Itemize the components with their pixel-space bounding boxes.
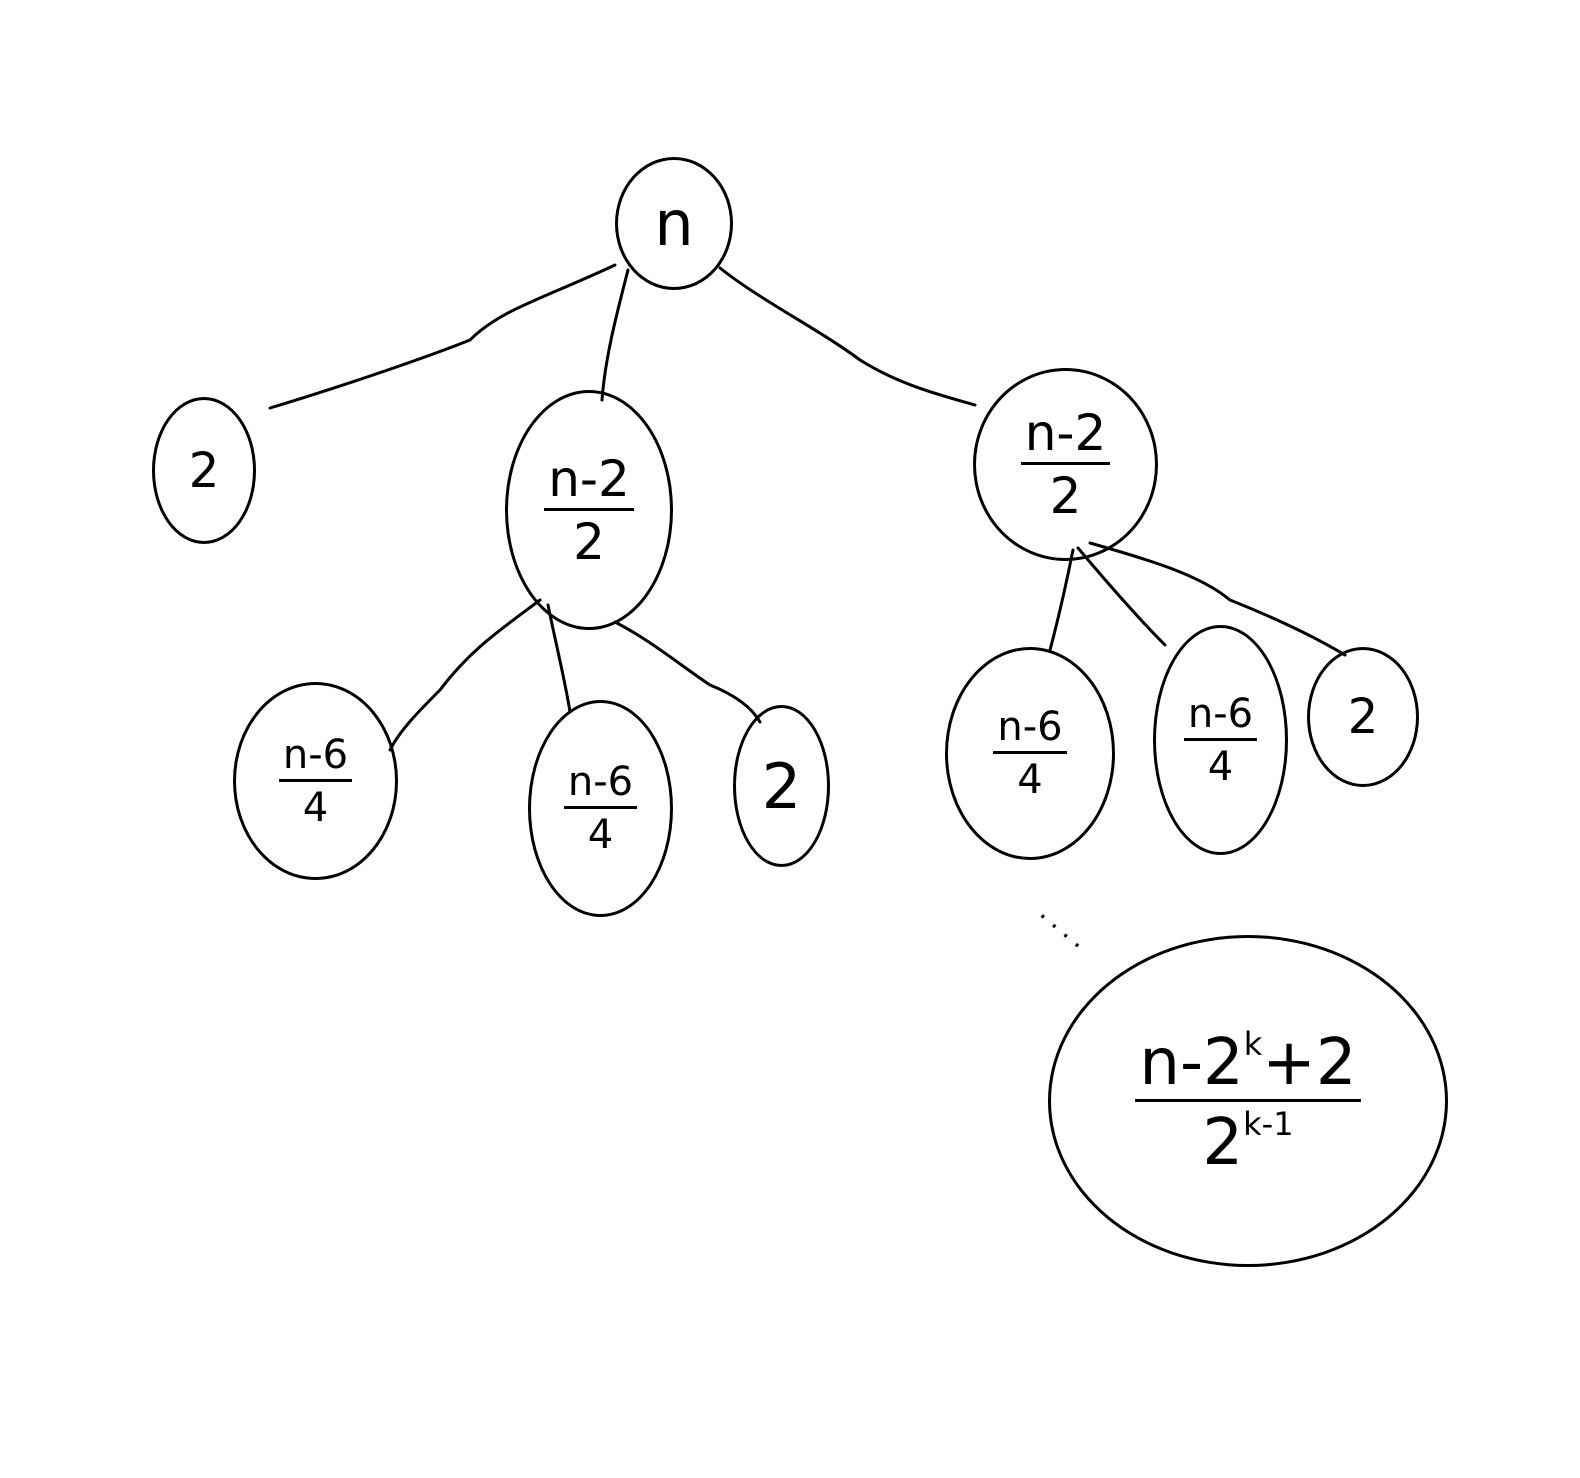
root-node: n [615, 157, 733, 290]
fraction: n-6 4 [563, 762, 638, 858]
edge-middle-to-leaf-2 [613, 620, 762, 724]
fraction-numerator: n-2 [1020, 408, 1111, 465]
numerator-exponent: k [1243, 1024, 1263, 1063]
edge-right-to-child-2 [1076, 546, 1167, 647]
denominator-base: 2 [1202, 1105, 1244, 1180]
leaf-label: 2 [761, 749, 802, 823]
right-node: n-2 2 [973, 368, 1158, 561]
fraction: n-2 2 [1020, 408, 1111, 525]
edge-right-to-leaf-2 [1088, 541, 1347, 657]
fraction-denominator: 4 [587, 812, 614, 858]
numerator-base: n-2 [1139, 1025, 1244, 1100]
middle-child-node-1: n-6 4 [233, 682, 398, 880]
leaf-label: 2 [1347, 689, 1379, 745]
fraction-numerator: n-6 [993, 707, 1067, 754]
fraction: n-2k+2 2k-1 [1135, 1024, 1361, 1175]
edge-right-to-child-1 [1048, 548, 1075, 652]
leaf-node-2-left: 2 [152, 397, 256, 544]
middle-node: n-2 2 [505, 390, 673, 630]
fraction-numerator: n-6 [278, 735, 353, 782]
edge-root-to-right [718, 266, 977, 407]
depth-k-node: n-2k+2 2k-1 [1048, 935, 1448, 1267]
fraction-numerator: n-2 [544, 454, 634, 511]
fraction-denominator: 2 [573, 512, 605, 571]
fraction-denominator: 4 [302, 784, 329, 831]
edge-middle-to-child-1 [388, 598, 542, 752]
fraction-numerator: n-6 [1183, 694, 1258, 741]
fraction-numerator: n-2k+2 [1135, 1024, 1361, 1102]
edge-root-to-middle [600, 268, 630, 402]
denominator-exponent: k-1 [1243, 1104, 1294, 1143]
edge-root-to-leaf-2 [268, 263, 617, 410]
fraction: n-6 4 [993, 707, 1067, 803]
fraction-denominator: 2k-1 [1202, 1102, 1293, 1175]
fraction-numerator: n-6 [563, 762, 638, 809]
fraction: n-6 4 [1183, 694, 1258, 790]
fraction: n-6 4 [278, 735, 353, 831]
middle-child-node-2: n-6 4 [528, 700, 673, 917]
right-child-node-1: n-6 4 [945, 647, 1115, 860]
fraction-denominator: 4 [1207, 743, 1234, 790]
numerator-tail: +2 [1262, 1025, 1357, 1100]
root-label: n [654, 187, 694, 260]
middle-leaf-node-2: 2 [733, 705, 830, 867]
fraction: n-2 2 [544, 454, 634, 567]
fraction-denominator: 2 [1049, 467, 1082, 525]
fraction-denominator: 4 [1017, 757, 1043, 803]
leaf-label: 2 [188, 442, 220, 499]
right-leaf-node-2: 2 [1307, 647, 1419, 787]
right-child-node-2: n-6 4 [1153, 625, 1288, 855]
